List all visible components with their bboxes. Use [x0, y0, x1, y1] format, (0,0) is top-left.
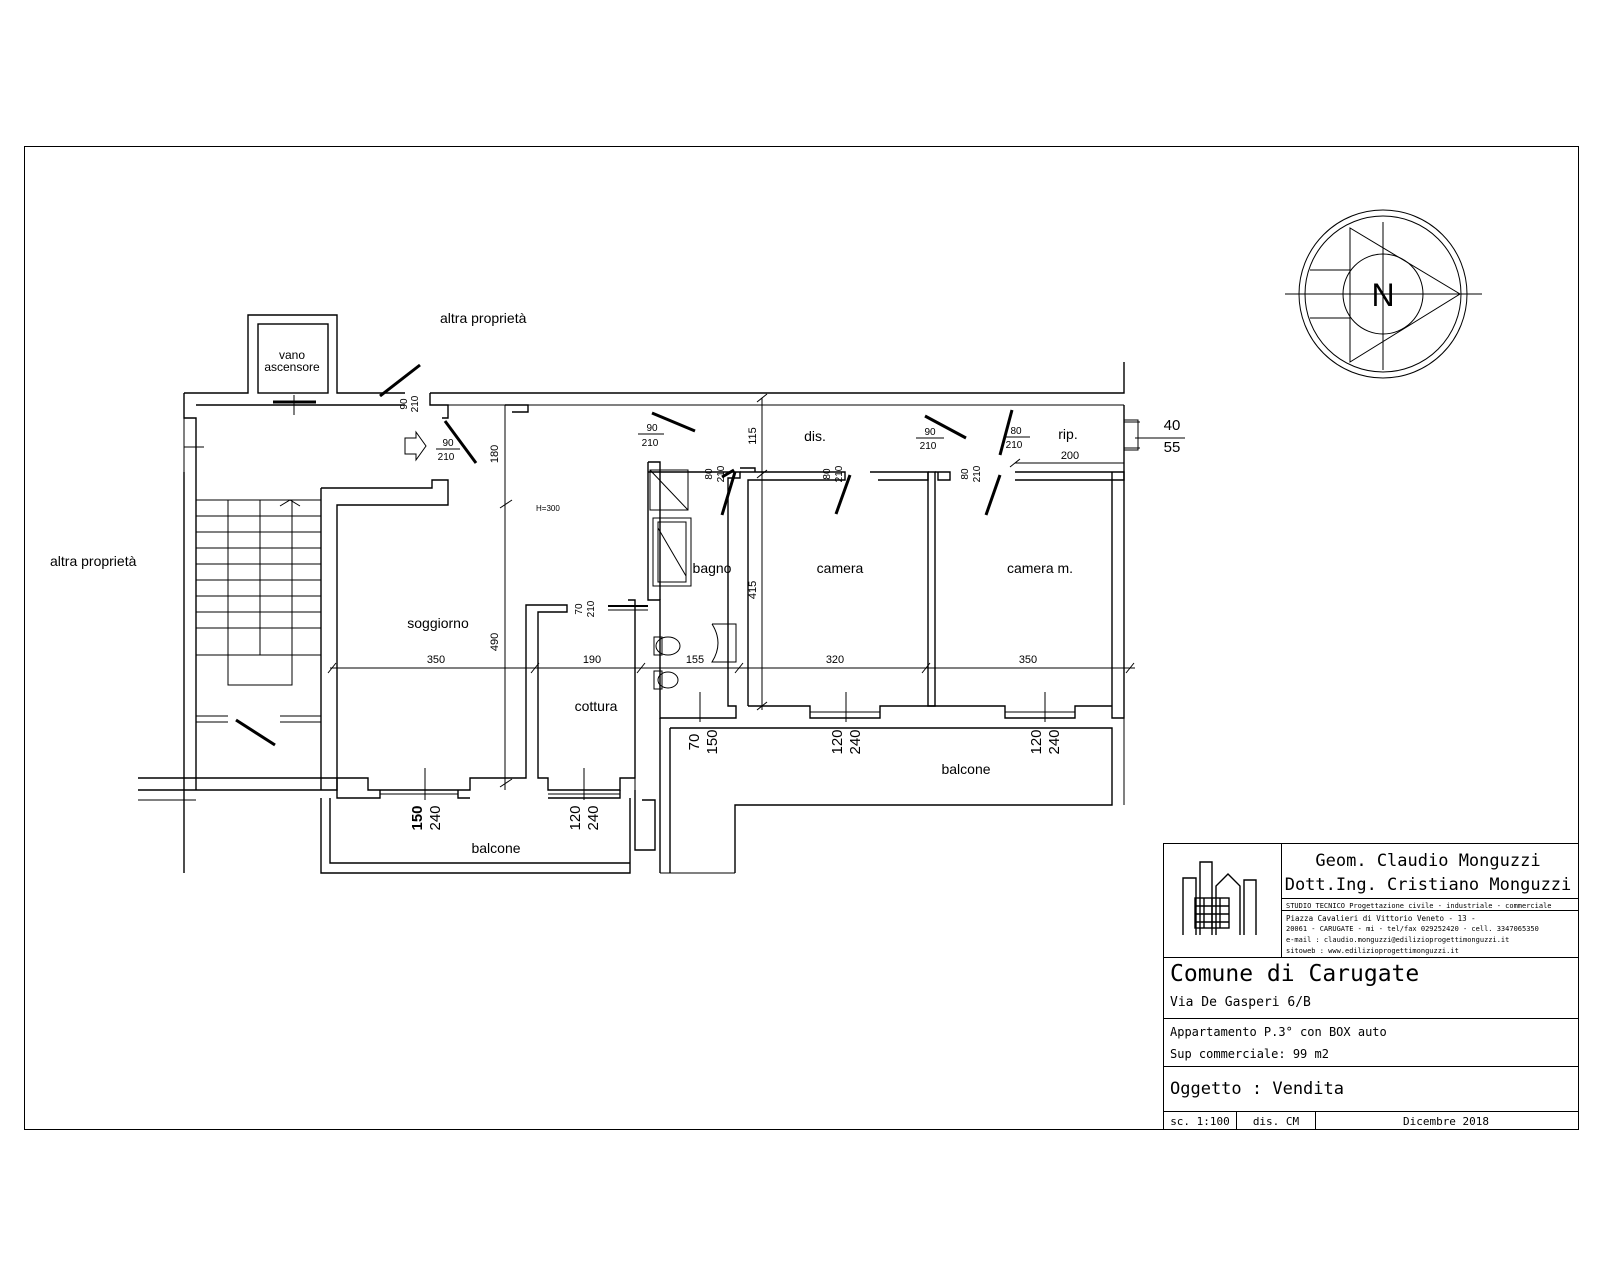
north-label: N [1371, 277, 1394, 313]
label-altra-proprieta-top: altra proprietà [440, 310, 527, 326]
tb-address-1: Piazza Cavalieri di Vittorio Veneto - 13… [1286, 914, 1476, 923]
window-70-bagno: 70 [686, 734, 703, 751]
window-150-soggiorno: 150 [409, 805, 426, 830]
label-camera-m: camera m. [1007, 560, 1073, 576]
window-240-cottura: 240 [585, 805, 602, 830]
opening-80-cameram: 80 [960, 468, 971, 480]
label-balcone-right: balcone [941, 761, 990, 777]
label-bagno: bagno [693, 560, 732, 576]
label-camera: camera [817, 560, 864, 576]
title-block: Geom. Claudio Monguzzi Dott.Ing. Cristia… [1163, 843, 1579, 1130]
opening-210-rip: 210 [1006, 440, 1023, 451]
window-240-cameram: 240 [1046, 729, 1063, 754]
entrance-arrow-icon [404, 430, 427, 462]
label-vano: vano [279, 348, 305, 362]
tb-address-2: 20061 - CARUGATE - mi - tel/fax 02925242… [1286, 925, 1539, 933]
label-balcone-left: balcone [471, 840, 520, 856]
opening-210-cottura: 210 [586, 600, 597, 617]
windows [293, 395, 1075, 800]
window-120-camera: 120 [829, 729, 846, 754]
doors [235, 363, 1014, 747]
staircase [195, 499, 322, 723]
opening-dimensions: 90 210 90 210 90 210 80 210 80 210 90 21… [399, 395, 1030, 617]
window-240-camera: 240 [847, 729, 864, 754]
opening-210-a: 210 [410, 395, 421, 412]
north-arrow-icon: N [1285, 209, 1482, 379]
studio-logo-icon [1182, 861, 1257, 935]
window-120-cottura: 120 [567, 805, 584, 830]
walls [138, 314, 1140, 874]
dimension-lines [327, 393, 1185, 790]
opening-80-bagno: 80 [704, 468, 715, 480]
window-150-bagno: 150 [704, 729, 721, 754]
opening-70-cottura: 70 [574, 603, 585, 615]
opening-210-camera: 210 [834, 465, 845, 482]
label-soggiorno: soggiorno [407, 615, 469, 631]
opening-90-c: 90 [646, 423, 658, 434]
dim-40: 40 [1164, 417, 1181, 434]
tb-data: Dicembre 2018 [1403, 1115, 1489, 1128]
tb-comune: Comune di Carugate [1170, 961, 1419, 987]
opening-80-camera: 80 [822, 468, 833, 480]
dim-155: 155 [686, 654, 704, 666]
opening-210-cameram: 210 [972, 465, 983, 482]
label-rip: rip. [1058, 426, 1077, 442]
window-dimensions: 150 240 120 240 70 150 120 240 120 240 [409, 729, 1063, 830]
opening-80-rip: 80 [1010, 426, 1022, 437]
dim-350-camera: 350 [1019, 654, 1037, 666]
dim-415: 415 [747, 581, 759, 599]
opening-90-a: 90 [399, 398, 410, 410]
dim-180: 180 [489, 445, 501, 463]
dim-55: 55 [1164, 439, 1181, 456]
label-altra-proprieta-left: altra proprietà [50, 553, 137, 569]
opening-210-c: 210 [642, 438, 659, 449]
sheet-frame [24, 146, 1579, 1130]
label-dis: dis. [804, 428, 826, 444]
opening-90-b: 90 [442, 438, 454, 449]
dim-115: 115 [747, 427, 759, 445]
label-cottura: cottura [575, 698, 618, 714]
tb-via: Via De Gasperi 6/B [1170, 995, 1311, 1010]
label-h300: H=300 [536, 504, 560, 513]
tb-superficie: Sup commerciale: 99 m2 [1170, 1047, 1329, 1061]
tb-name-2: Dott.Ing. Cristiano Monguzzi [1285, 875, 1572, 895]
label-ascensore: ascensore [264, 360, 320, 374]
tb-disegnatore: dis. CM [1253, 1115, 1300, 1128]
window-240-soggiorno: 240 [427, 805, 444, 830]
tb-name-1: Geom. Claudio Monguzzi [1315, 851, 1540, 871]
window-120-cameram: 120 [1028, 729, 1045, 754]
tb-studio: STUDIO TECNICO Progettazione civile - in… [1286, 902, 1552, 910]
opening-210-bagno: 210 [716, 465, 727, 482]
tb-oggetto: Oggetto : Vendita [1170, 1079, 1344, 1099]
opening-210-d: 210 [920, 441, 937, 452]
tb-web: sitoweb : www.edilizioprogettimonguzzi.i… [1286, 947, 1459, 955]
dim-320: 320 [826, 654, 844, 666]
tb-email: e-mail : claudio.monguzzi@edilizioproget… [1286, 936, 1509, 944]
tb-scala: sc. 1:100 [1170, 1115, 1230, 1128]
dim-200: 200 [1061, 450, 1079, 462]
opening-90-d: 90 [924, 427, 936, 438]
tb-appartamento: Appartamento P.3° con BOX auto [1170, 1025, 1387, 1039]
dim-350-soggiorno: 350 [427, 654, 445, 666]
dim-490: 490 [489, 633, 501, 651]
dim-190: 190 [583, 654, 601, 666]
opening-210-b: 210 [438, 452, 455, 463]
